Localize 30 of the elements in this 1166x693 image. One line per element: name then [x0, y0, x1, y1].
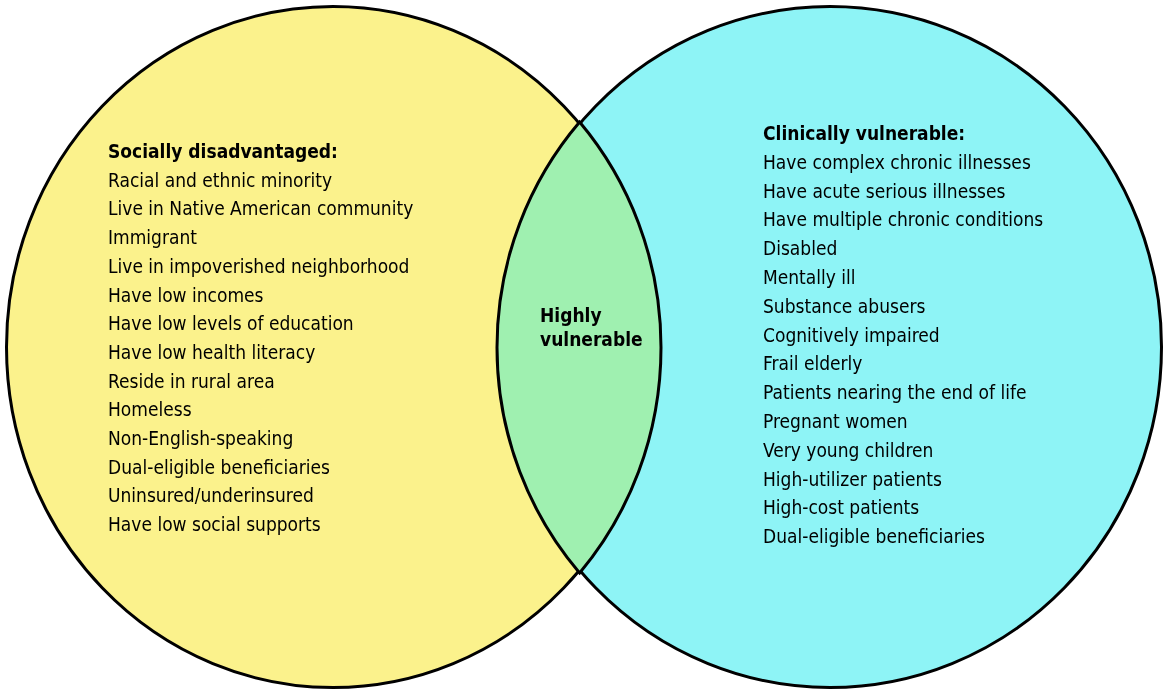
list-item: Uninsured/underinsured — [108, 484, 314, 507]
list-item: Reside in rural area — [108, 369, 275, 392]
list-item: Live in impoverished neighborhood — [108, 254, 410, 277]
list-item: Cognitively impaired — [763, 323, 940, 346]
list-item: High-cost patients — [763, 496, 920, 519]
list-item: Disabled — [763, 237, 838, 260]
list-item: Racial and ethnic minority — [108, 168, 333, 191]
overlap-label: Highly vulnerable — [540, 303, 644, 351]
list-item: Have low social supports — [108, 513, 321, 536]
list-item: Live in Native American community — [108, 197, 414, 220]
category-heading: Socially disadvantaged: — [108, 140, 338, 162]
list-item: Mentally ill — [763, 266, 856, 288]
list-item: Have complex chronic illnesses — [763, 150, 1031, 173]
list-item: Have low health literacy — [108, 340, 316, 363]
list-item: Have low levels of education — [108, 312, 354, 335]
list-item: Immigrant — [108, 226, 197, 249]
list-item: Have multiple chronic conditions — [763, 208, 1044, 231]
list-item: Substance abusers — [763, 294, 926, 317]
list-item: Have low incomes — [108, 283, 264, 306]
list-item: Very young children — [763, 438, 934, 461]
list-item: Dual-eligible beneficiaries — [108, 455, 330, 478]
category-heading: Clinically vulnerable: — [763, 122, 966, 144]
list-item: Non-English-speaking — [108, 427, 294, 449]
list-item: Patients nearing the end of life — [763, 381, 1027, 404]
list-item: Frail elderly — [763, 352, 863, 375]
list-item: Pregnant women — [763, 410, 908, 432]
list-item: High-utilizer patients — [763, 467, 942, 490]
list-item: Dual-eligible beneficiaries — [763, 525, 985, 548]
list-item: Homeless — [108, 398, 192, 421]
list-item: Have acute serious illnesses — [763, 179, 1006, 202]
